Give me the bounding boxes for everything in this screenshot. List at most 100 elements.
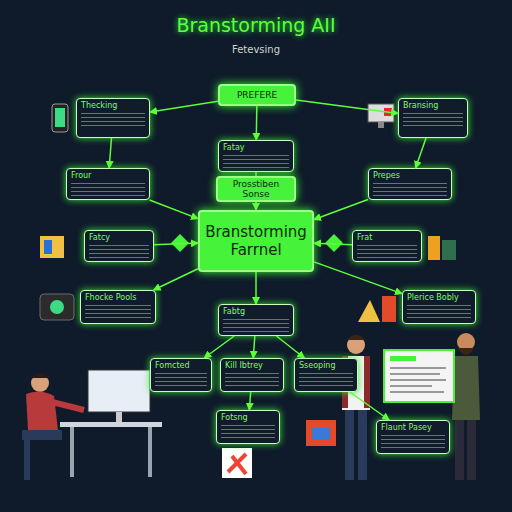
process-box: Frour [66,168,150,200]
bottle-icon [428,236,440,260]
process-box: Frat [352,230,422,262]
folder-icon [40,236,64,258]
connector-arrow [150,200,198,219]
node-text: Frour [71,171,145,181]
process-box: Bransing [398,98,468,138]
person-head [31,374,49,392]
node-text: Thecking [81,101,145,111]
body-lines [407,305,471,319]
person-beard [458,348,474,355]
body-lines [357,245,417,259]
process-box: Fatcy [84,230,154,262]
process-box: Fotsng [216,410,280,444]
monitor-icon [368,104,394,122]
body-lines [81,113,145,127]
body-lines [223,155,289,169]
process-box: Plerice Bobly [402,290,476,324]
process-box: Fomcted [150,358,212,392]
person-hair [347,335,365,340]
person-head [347,336,365,354]
chart-bar [382,296,396,322]
camera-lens [50,300,64,314]
person-legs [22,430,62,440]
connector-diamond [325,234,343,252]
body-lines [299,373,353,387]
node-text: Sseoping [299,361,353,371]
connector-arrow [314,243,352,244]
body-lines [85,305,151,319]
person-legs [455,420,464,480]
node-text: Flaunt Pasey [381,423,445,433]
connector-arrow [253,336,255,358]
logo-icon [222,448,252,478]
body-lines [155,373,207,387]
subtitle-label: Fetevsing [0,44,512,55]
connector-arrow [249,392,250,410]
connector-arrow [154,269,198,290]
process-box: Fatay [218,140,294,172]
node-text: Prepes [373,171,447,181]
box-icon [442,240,456,260]
phone-icon [52,104,68,132]
person-legs [345,410,354,480]
node-text: Fatay [223,143,289,153]
body-lines [373,183,447,197]
presentation-board [384,350,454,402]
node-text: Plerice Bobly [407,293,471,303]
connector-arrow [150,101,218,112]
process-box: Sseoping [294,358,358,392]
person-jacket [364,356,370,408]
monitor-stand [378,122,384,128]
connector-arrow [416,138,426,168]
connector-arrow [314,200,368,220]
body-lines [381,435,445,449]
body-lines [221,425,275,439]
person-legs [467,420,476,480]
body-lines [223,319,289,333]
board-heading [390,356,416,361]
process-box: Thecking [76,98,150,138]
connector-arrow [314,262,402,294]
person-arm [52,402,84,410]
highlight-box: Prosstiben Sonse [216,176,296,202]
diagram-title: Branstorming AII [0,14,512,36]
connector-diamond [171,234,189,252]
node-text: Fotsng [221,413,275,423]
body-lines [225,373,279,387]
connector-arrow [109,138,111,168]
person-body [452,356,480,420]
process-box: Fabtg [218,304,294,336]
connector-arrow [255,272,257,304]
connector-arrow [276,336,304,358]
camera-icon [40,294,74,320]
person-hair [32,373,49,378]
person-body [26,391,58,430]
process-box: Kill Ibtrey [220,358,284,392]
node-text: Fatcy [89,233,149,243]
connector-arrow [256,106,258,140]
node-text: Fhocke Pools [85,293,151,303]
person-legs [358,410,367,480]
connector-arrow [255,202,257,210]
desk [60,422,162,427]
connector-arrow [154,243,198,245]
monitor-stand [116,412,122,422]
body-lines [71,183,145,197]
node-text: Frat [357,233,417,243]
connector-arrow [350,392,389,420]
node-text: Bransing [403,101,463,111]
body-lines [403,113,463,127]
connector-arrow [204,336,234,358]
monitor-mark [384,108,392,116]
board-lines [390,368,446,392]
desk-leg [148,427,152,477]
highlight-box: Branstorming Farrnel [198,210,314,272]
highlight-box: PREFERE [218,84,296,106]
body-lines [89,245,149,259]
node-text: Fabtg [223,307,289,317]
node-text: Prosstiben Sonse [218,178,294,200]
node-text: Branstorming Farrnel [200,222,312,260]
logo-mark [228,454,246,474]
node-text: Kill Ibtrey [225,361,279,371]
